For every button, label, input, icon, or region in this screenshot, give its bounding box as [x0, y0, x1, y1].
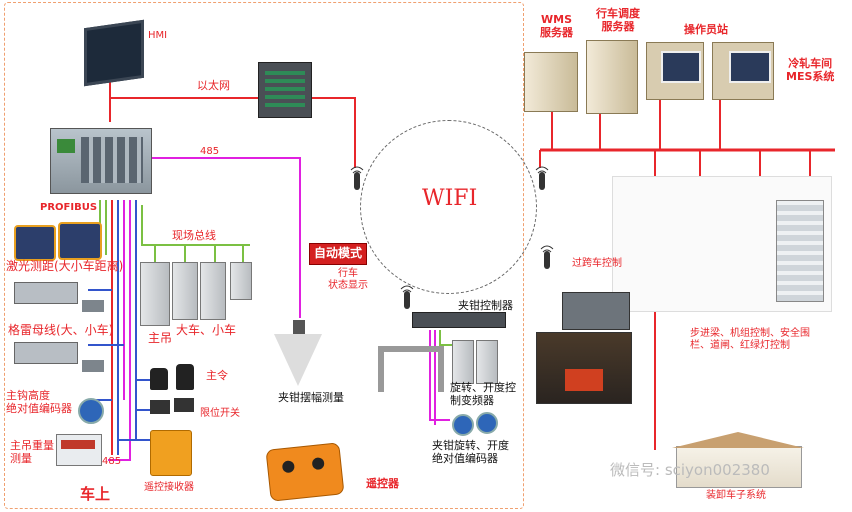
receiver-label: 遥控接收器: [144, 482, 194, 493]
crane-zone-border: [4, 2, 524, 509]
operator-label: 操作员站: [684, 23, 728, 36]
server-icon: [586, 40, 638, 114]
crane-status-label: 行车 状态显示: [328, 268, 368, 291]
mes-label: 冷轧车间 MES系统: [786, 57, 835, 83]
inverter-label: 旋转、开度控 制变频器: [450, 381, 516, 407]
inverter-icon: [230, 262, 252, 300]
busbar-icon: [14, 282, 78, 304]
encoder-icon: [78, 398, 104, 424]
antenna-icon: [400, 285, 414, 311]
switch-icon: [258, 62, 312, 118]
plc-icon: [562, 292, 630, 330]
antenna-icon: [350, 166, 364, 192]
inverter-icon: [476, 340, 498, 384]
clamp-controller-icon: [412, 312, 506, 328]
joystick-icon: [150, 368, 168, 390]
ethernet-label: 以太网: [197, 79, 230, 92]
joystick-icon: [176, 364, 194, 390]
laser-sensor-icon: [58, 222, 102, 260]
server-icon: [524, 52, 578, 112]
bus485-bottom-label: 485: [102, 456, 122, 467]
limit-switch-icon: [150, 400, 170, 414]
on-crane-label: 车上: [80, 485, 111, 503]
fieldbus-label: 现场总线: [172, 229, 216, 242]
panel-icon: [776, 200, 824, 302]
workstation-icon: [646, 42, 704, 100]
hmi-screen-icon: [84, 19, 144, 87]
wifi-label: WIFI: [422, 186, 478, 211]
hook-height-label: 主钩高度 绝对值编码器: [6, 389, 72, 415]
inverter-icon: [140, 262, 170, 326]
warehouse-roof: [672, 432, 804, 448]
laser-label: 激光测距(大小车距离): [6, 259, 124, 273]
clamp-controller-label: 夹钳控制器: [458, 299, 513, 312]
plc-icon: [50, 128, 152, 194]
remote-icon: [265, 442, 345, 502]
auto-mode-badge: 自动模式: [309, 243, 368, 265]
inverter-icon: [172, 262, 198, 320]
receiver-icon: [150, 430, 192, 476]
limit-switch-label: 限位开关: [200, 408, 240, 419]
busbar-label: 格雷母线(大、小车): [8, 323, 114, 337]
antenna-icon: [540, 245, 554, 271]
remote-label: 遥控器: [366, 477, 399, 490]
encoder-icon: [452, 414, 474, 436]
inverter-icon: [200, 262, 226, 320]
busbar-icon: [82, 300, 104, 312]
weight-label: 主吊重量 测量: [10, 439, 54, 465]
antenna-icon: [535, 166, 549, 192]
clamp-measure-beam: [274, 334, 322, 386]
limit-switch-icon: [174, 398, 194, 412]
master-switch-label: 主令: [206, 369, 228, 382]
wifi-cloud-icon: [360, 120, 537, 294]
workstation-icon: [712, 42, 774, 100]
inverter-icon: [452, 340, 474, 384]
encoder-icon: [476, 412, 498, 434]
profibus-label: PROFIBUS: [40, 202, 98, 213]
cart-label: 大车、小车: [176, 323, 237, 337]
laser-sensor-icon: [14, 225, 56, 261]
laser-sensor-icon: [293, 320, 305, 334]
span-control-label: 过跨车控制: [572, 258, 622, 269]
loading-system-label: 装卸车子系统: [706, 490, 766, 501]
clamp-measure-label: 夹钳摆幅测量: [278, 391, 344, 404]
watermark: 微信号: sciyon002380: [610, 461, 770, 479]
dispatch-label: 行车调度 服务器: [596, 7, 640, 33]
main-hoist-label: 主吊: [148, 331, 173, 345]
clamp-encoder-label: 夹钳旋转、开度 绝对值编码器: [432, 439, 509, 465]
scale-display-icon: [56, 434, 102, 466]
transfer-car-photo: [536, 332, 632, 404]
busbar-icon: [82, 360, 104, 372]
bus485-top-label: 485: [200, 146, 220, 157]
clamp-icon: [378, 346, 444, 392]
hmi-label: HMI: [148, 30, 168, 41]
wms-label: WMS 服务器: [540, 13, 573, 39]
step-control-label: 步进梁、机组控制、安全围 栏、道闸、红绿灯控制: [690, 328, 810, 351]
busbar-icon: [14, 342, 78, 364]
